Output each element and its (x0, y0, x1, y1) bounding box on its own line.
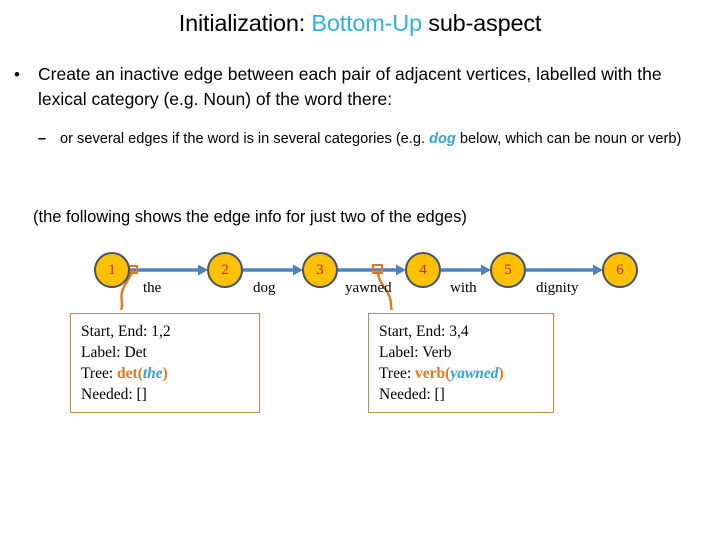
box1-tree-head: det( (117, 365, 143, 382)
edge-info-box-2[interactable]: Start, End: 3,4 Label: Verb Tree: verb(y… (368, 313, 554, 413)
arrowhead-5-6 (593, 264, 603, 276)
box2-label-label: Label: (379, 344, 419, 361)
box2-tree-label: Tree: (379, 365, 412, 382)
arrowhead-1-2 (198, 264, 208, 276)
edge-word-label-dog: dog (253, 280, 276, 296)
box1-start-end-label: Start, End: (81, 323, 148, 340)
edge-word-label-with: with (450, 280, 477, 296)
vertex-node-3[interactable]: 3 (302, 252, 338, 288)
connector-curve-edge-2 (376, 269, 394, 310)
bullet-level-1-text: Create an inactive edge between each pai… (38, 64, 662, 109)
vertex-node-6[interactable]: 6 (602, 252, 638, 288)
box2-label-value: Verb (418, 344, 452, 361)
note-line: (the following shows the edge info for j… (33, 208, 467, 226)
edge-info-box-1[interactable]: Start, End: 1,2 Label: Det Tree: det(the… (70, 313, 260, 413)
dash-marker-icon: – (38, 131, 47, 147)
arrowhead-4-5 (481, 264, 491, 276)
chart-diagram: 1 2 3 4 5 6 the dog yawned with dignity (0, 240, 720, 310)
box2-needed-value: [] (430, 386, 445, 403)
title-suffix: sub-aspect (421, 10, 542, 36)
vertex-node-2[interactable]: 2 (207, 252, 243, 288)
box2-needed-row: Needed: [] (379, 384, 553, 405)
box2-start-end-value: 3,4 (445, 323, 469, 340)
box2-tree-arg: yawned (450, 365, 499, 382)
arrowhead-3-4 (396, 264, 406, 276)
box2-label-row: Label: Verb (379, 342, 553, 363)
bullet-marker-icon: • (14, 65, 20, 84)
bullet-level-1: • Create an inactive edge between each p… (14, 62, 704, 112)
title-prefix: Initialization: (178, 10, 312, 36)
vertex-node-1[interactable]: 1 (94, 252, 130, 288)
edge-arrow-group (130, 264, 603, 276)
box1-needed-value: [] (132, 386, 147, 403)
box1-needed-row: Needed: [] (81, 384, 259, 405)
box1-start-end-row: Start, End: 1,2 (81, 321, 259, 342)
box2-needed-label: Needed: (379, 386, 431, 403)
edge-word-label-yawned: yawned (345, 280, 392, 296)
vertex-node-5[interactable]: 5 (490, 252, 526, 288)
box2-tree-tail: ) (498, 365, 504, 382)
page-title: Initialization: Bottom-Up sub-aspect (0, 10, 720, 37)
edge-word-label-the: the (143, 280, 162, 296)
connector-curve-edge-1 (119, 269, 135, 310)
box1-tree-tail: ) (162, 365, 168, 382)
box2-start-end-row: Start, End: 3,4 (379, 321, 553, 342)
box1-tree-arg: the (142, 365, 163, 382)
sub-text-before: or several edges if the word is in sever… (60, 131, 430, 147)
box1-label-row: Label: Det (81, 342, 259, 363)
box2-start-end-label: Start, End: (379, 323, 446, 340)
arrowhead-2-3 (293, 264, 303, 276)
box2-tree-row: Tree: verb(yawned) (379, 363, 553, 384)
bullet-level-2: – or several edges if the word is in sev… (38, 130, 698, 149)
box1-tree-row: Tree: det(the) (81, 363, 259, 384)
edge-word-label-dignity: dignity (536, 280, 579, 296)
box1-needed-label: Needed: (81, 386, 133, 403)
sub-text-emphasis: dog (429, 131, 456, 147)
box1-label-label: Label: (81, 344, 121, 361)
connector-handle-edge-2[interactable] (372, 264, 383, 274)
bullet-level-2-text: or several edges if the word is in sever… (60, 130, 698, 149)
box2-tree-head: verb( (415, 365, 451, 382)
vertex-node-4[interactable]: 4 (405, 252, 441, 288)
box1-label-value: Det (120, 344, 147, 361)
box1-tree-label: Tree: (81, 365, 114, 382)
box1-start-end-value: 1,2 (147, 323, 171, 340)
sub-text-after: below, which can be noun or verb) (455, 131, 682, 147)
title-accent: Bottom-Up (311, 10, 422, 36)
